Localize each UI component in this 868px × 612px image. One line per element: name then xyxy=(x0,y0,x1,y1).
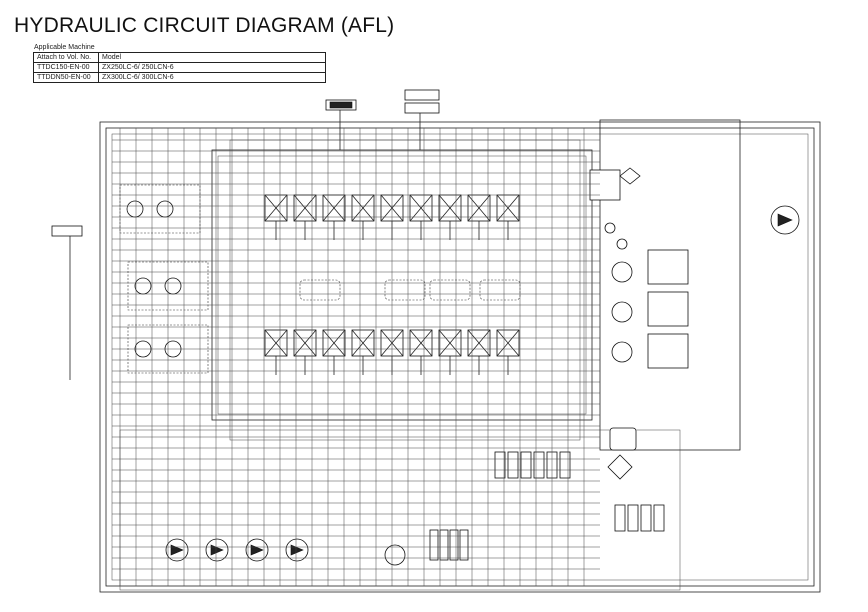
valve-spool xyxy=(439,529,449,561)
motor-arrow xyxy=(170,544,184,556)
valve-arrow xyxy=(467,194,491,222)
solenoid-valve xyxy=(640,504,652,532)
valve-arrow xyxy=(264,329,288,357)
valve-arrow xyxy=(351,194,375,222)
check-valve-group xyxy=(479,279,521,301)
motor-arrow xyxy=(290,544,304,556)
valve-spool xyxy=(459,529,469,561)
pilot-pump xyxy=(126,200,144,218)
travel-motor xyxy=(384,544,406,566)
valve-arrow xyxy=(467,329,491,357)
valve-arrow xyxy=(496,329,520,357)
valve-arrow xyxy=(438,329,462,357)
solenoid-valve xyxy=(653,504,665,532)
solenoid-valve xyxy=(520,451,532,479)
check-valve-group xyxy=(299,279,341,301)
engine xyxy=(607,427,637,480)
bucket-cylinder xyxy=(51,225,83,380)
motor-arrow xyxy=(210,544,224,556)
control-valve-blocks xyxy=(119,184,689,532)
pilot-lines xyxy=(112,128,600,586)
valve-arrow xyxy=(409,194,433,222)
valve-arrow xyxy=(496,194,520,222)
regulator-block xyxy=(647,249,689,285)
valve-arrow xyxy=(293,194,317,222)
swing-motor xyxy=(770,205,800,235)
valve-arrow xyxy=(409,329,433,357)
pilot-motor xyxy=(156,200,174,218)
valve-arrow xyxy=(264,194,288,222)
solenoid-valve xyxy=(614,504,626,532)
main-pumps xyxy=(604,222,633,363)
pilot-pump xyxy=(134,277,152,295)
check-valve-group xyxy=(384,279,426,301)
regulator-block xyxy=(647,291,689,327)
travel-motors xyxy=(165,529,469,566)
solenoid-valve xyxy=(627,504,639,532)
valve-spool xyxy=(429,529,439,561)
valve-arrow xyxy=(351,329,375,357)
solenoid-valve xyxy=(494,451,506,479)
regulator-block xyxy=(647,333,689,369)
solenoid-valve xyxy=(559,451,571,479)
diagram-title: HYDRAULIC CIRCUIT DIAGRAM (AFL) xyxy=(14,14,395,37)
check-valve-group xyxy=(429,279,471,301)
applicable-machine-label: Applicable Machine xyxy=(34,44,95,51)
table-cell: ZX300LC-6/ 300LCN-6 xyxy=(98,72,326,83)
valve-arrow xyxy=(322,194,346,222)
motor-arrow xyxy=(250,544,264,556)
valve-arrow xyxy=(322,329,346,357)
valve-spool xyxy=(449,529,459,561)
outer-piping xyxy=(99,119,821,593)
applicable-machine-table: Attach to Vol. No. Model TTDC150-EN-00 Z… xyxy=(33,52,326,83)
solenoid-valve xyxy=(507,451,519,479)
valve-arrow xyxy=(438,194,462,222)
boom-cylinder xyxy=(325,99,357,150)
arm-cylinder xyxy=(404,89,440,150)
solenoid-valve xyxy=(533,451,545,479)
pilot-motor xyxy=(164,277,182,295)
valve-arrow xyxy=(293,329,317,357)
table-row: TTDDN50-EN-00 ZX300LC-6/ 300LCN-6 xyxy=(33,72,326,83)
